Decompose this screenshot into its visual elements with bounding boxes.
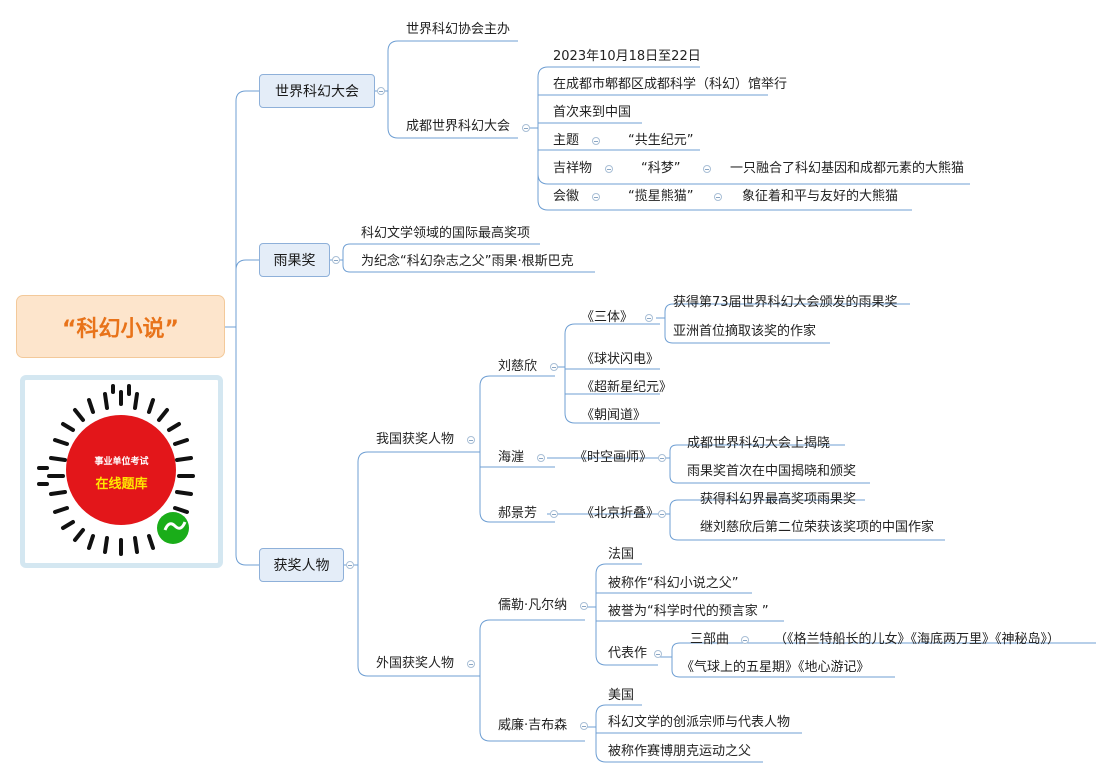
collapse-toggle-icon[interactable]	[658, 510, 666, 518]
node-representative-works[interactable]: 代表作	[608, 646, 648, 661]
node-hugo-desc1[interactable]: 科幻文学领域的国际最高奖项	[361, 226, 531, 241]
topic-worldcon[interactable]: 世界科幻大会	[259, 74, 375, 108]
node-three-body[interactable]: 《三体》	[581, 310, 634, 325]
node-hao-note2[interactable]: 继刘慈欣后第二位荣获该奖项的中国作家	[700, 520, 935, 535]
node-chao-wen-dao[interactable]: 《朝闻道》	[581, 408, 647, 423]
collapse-toggle-icon[interactable]	[654, 650, 662, 658]
node-gibson-desc[interactable]: 科幻文学的创派宗师与代表人物	[608, 715, 791, 730]
collapse-toggle-icon[interactable]	[332, 256, 340, 264]
node-ball-lightning[interactable]: 《球状闪电》	[581, 352, 660, 367]
node-date[interactable]: 2023年10月18日至22日	[553, 49, 701, 64]
collapse-toggle-icon[interactable]	[550, 510, 558, 518]
node-emblem-name[interactable]: “揽星熊猫”	[628, 189, 694, 204]
badge-circle	[66, 415, 176, 525]
topic-winners[interactable]: 获奖人物	[259, 548, 344, 582]
collapse-toggle-icon[interactable]	[605, 165, 613, 173]
node-foreign-winners[interactable]: 外国获奖人物	[376, 656, 455, 671]
node-gibson-title[interactable]: 被称作赛博朋克运动之父	[608, 744, 752, 759]
qr-code: 事业单位考试 在线题库	[20, 375, 223, 568]
node-verne-country[interactable]: 法国	[608, 547, 635, 562]
collapse-toggle-icon[interactable]	[714, 193, 722, 201]
topic-worldcon-label: 世界科幻大会	[275, 84, 359, 100]
collapse-toggle-icon[interactable]	[467, 436, 475, 444]
root-topic[interactable]: “科幻小说”	[16, 295, 225, 358]
collapse-toggle-icon[interactable]	[346, 561, 354, 569]
collapse-toggle-icon[interactable]	[522, 124, 530, 132]
node-jules-verne[interactable]: 儒勒·凡尔纳	[498, 598, 568, 613]
qr-code-graphic	[37, 384, 195, 556]
node-verne-title1[interactable]: 被称作“科幻小说之父”	[608, 576, 739, 591]
node-verne-title2[interactable]: 被誉为“科学时代的预言家 ”	[608, 604, 769, 619]
node-three-body-note2[interactable]: 亚洲首位摘取该奖的作家	[673, 324, 817, 339]
collapse-toggle-icon[interactable]	[703, 165, 711, 173]
badge-line2: 在线题库	[95, 477, 148, 492]
topic-hugo[interactable]: 雨果奖	[259, 243, 330, 277]
node-theme-value[interactable]: “共生纪元”	[628, 133, 694, 148]
badge-line1: 事业单位考试	[94, 457, 149, 467]
node-first-in-china[interactable]: 首次来到中国	[553, 105, 632, 120]
node-hugo-desc2[interactable]: 为纪念“科幻杂志之父”雨果·根斯巴克	[361, 254, 574, 269]
node-william-gibson[interactable]: 威廉·吉布森	[498, 718, 568, 733]
node-worldcon-host[interactable]: 世界科幻协会主办	[406, 22, 511, 37]
node-three-body-note1[interactable]: 获得第73届世界科幻大会颁发的雨果奖	[673, 295, 898, 310]
node-mascot-desc[interactable]: 一只融合了科幻基因和成都元素的大熊猫	[730, 161, 965, 176]
node-hai-ya[interactable]: 海漄	[498, 450, 525, 465]
collapse-toggle-icon[interactable]	[580, 602, 588, 610]
collapse-toggle-icon[interactable]	[645, 314, 653, 322]
topic-winners-label: 获奖人物	[273, 558, 330, 574]
collapse-toggle-icon[interactable]	[592, 137, 600, 145]
node-domestic-winners[interactable]: 我国获奖人物	[376, 432, 455, 447]
collapse-toggle-icon[interactable]	[377, 87, 385, 95]
root-label: “科幻小说”	[62, 316, 179, 342]
node-gibson-country[interactable]: 美国	[608, 688, 635, 703]
node-trilogy-works[interactable]: （《格兰特船长的儿女》《海底两万里》《神秘岛》）	[774, 632, 1061, 647]
collapse-toggle-icon[interactable]	[537, 454, 545, 462]
collapse-toggle-icon[interactable]	[580, 722, 588, 730]
node-hao-note1[interactable]: 获得科幻界最高奖项雨果奖	[700, 492, 857, 507]
collapse-toggle-icon[interactable]	[550, 363, 558, 371]
topic-hugo-label: 雨果奖	[273, 253, 316, 269]
node-emblem[interactable]: 会徽	[553, 189, 580, 204]
node-mascot-name[interactable]: “科梦”	[641, 161, 681, 176]
node-liu-cixin[interactable]: 刘慈欣	[498, 359, 538, 374]
node-emblem-desc[interactable]: 象征着和平与友好的大熊猫	[742, 189, 899, 204]
node-chengdu-worldcon[interactable]: 成都世界科幻大会	[406, 119, 511, 134]
node-mascot[interactable]: 吉祥物	[553, 161, 593, 176]
node-hai-ya-note1[interactable]: 成都世界科幻大会上揭晓	[687, 436, 831, 451]
node-space-time-painter[interactable]: 《时空画师》	[574, 450, 653, 465]
node-hao-jingfang[interactable]: 郝景芳	[498, 506, 538, 521]
node-supernova-era[interactable]: 《超新星纪元》	[581, 380, 673, 395]
node-theme[interactable]: 主题	[553, 133, 580, 148]
collapse-toggle-icon[interactable]	[467, 660, 475, 668]
node-venue[interactable]: 在成都市郫都区成都科学（科幻）馆举行	[553, 77, 788, 92]
node-hai-ya-note2[interactable]: 雨果奖首次在中国揭晓和颁奖	[687, 464, 857, 479]
collapse-toggle-icon[interactable]	[658, 454, 666, 462]
collapse-toggle-icon[interactable]	[592, 193, 600, 201]
node-trilogy[interactable]: 三部曲	[690, 632, 730, 647]
collapse-toggle-icon[interactable]	[741, 636, 749, 644]
node-folding-beijing[interactable]: 《北京折叠》	[581, 506, 660, 521]
mini-program-icon	[157, 512, 189, 544]
node-other-works[interactable]: 《气球上的五星期》《地心游记》	[681, 660, 870, 675]
